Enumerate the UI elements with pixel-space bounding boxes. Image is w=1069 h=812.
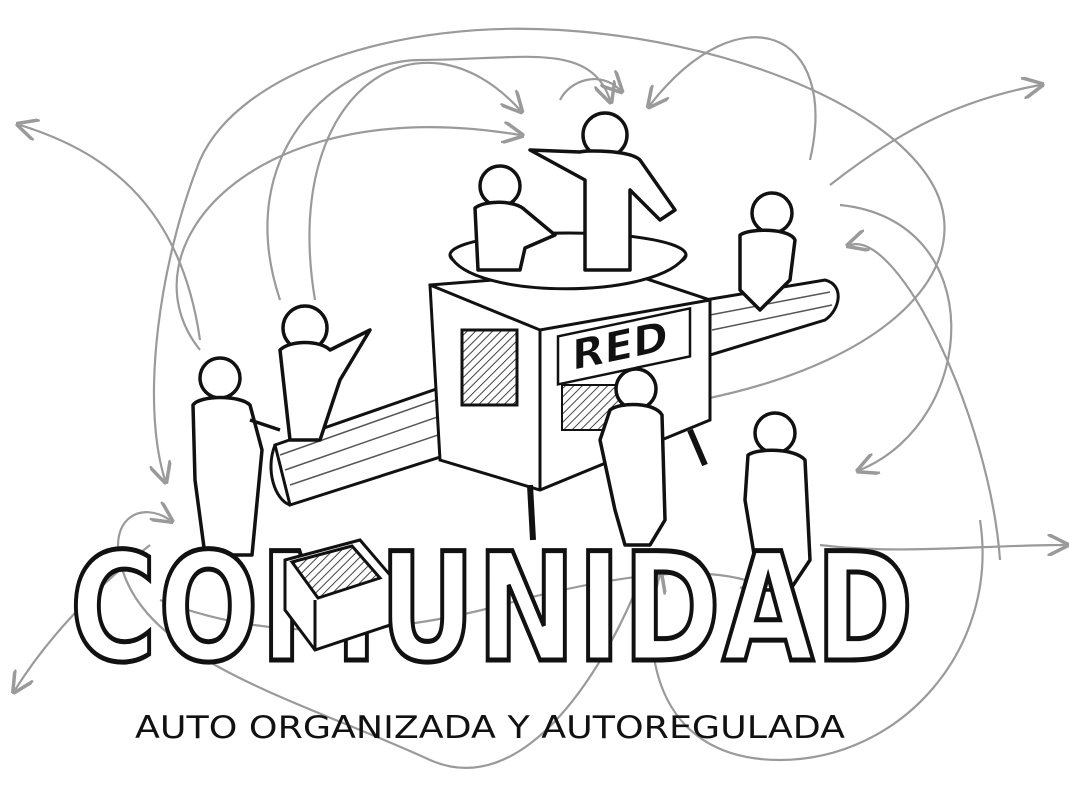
arrow-path <box>154 27 946 480</box>
title-lettering: COMUNIDAD <box>68 520 916 699</box>
subtitle-text: AUTO ORGANIZADA Y AUTOREGULADA <box>135 710 845 746</box>
title-text: COMUNIDAD <box>70 522 915 696</box>
arrow-path <box>159 573 760 632</box>
person-hopper-left <box>473 164 557 272</box>
open-box <box>283 538 392 652</box>
subtitle-lettering: AUTO ORGANIZADA Y AUTOREGULADA <box>135 710 845 746</box>
feedback-arrows <box>15 27 1065 769</box>
arrow-path <box>20 125 202 341</box>
arrow-path <box>650 36 817 161</box>
arrow-path <box>652 519 984 762</box>
person-pointing <box>278 304 372 442</box>
arrow-path <box>266 55 610 301</box>
arrow-path <box>850 244 1002 561</box>
arrow-path <box>839 203 953 470</box>
people <box>191 111 812 592</box>
arrow-path <box>829 85 1040 186</box>
person-front-machine <box>598 367 667 547</box>
arrow-path <box>308 61 520 301</box>
arrow-path <box>117 512 642 769</box>
arrow-path <box>175 127 520 351</box>
arrow-path <box>559 79 620 101</box>
conveyor-right <box>703 278 840 357</box>
arrow-path <box>15 544 151 690</box>
person-right-standing <box>743 411 812 592</box>
person-right-conveyor <box>738 191 797 312</box>
arrow-path <box>819 545 1065 549</box>
person-hopper-center <box>528 111 677 272</box>
person-left <box>191 356 281 557</box>
